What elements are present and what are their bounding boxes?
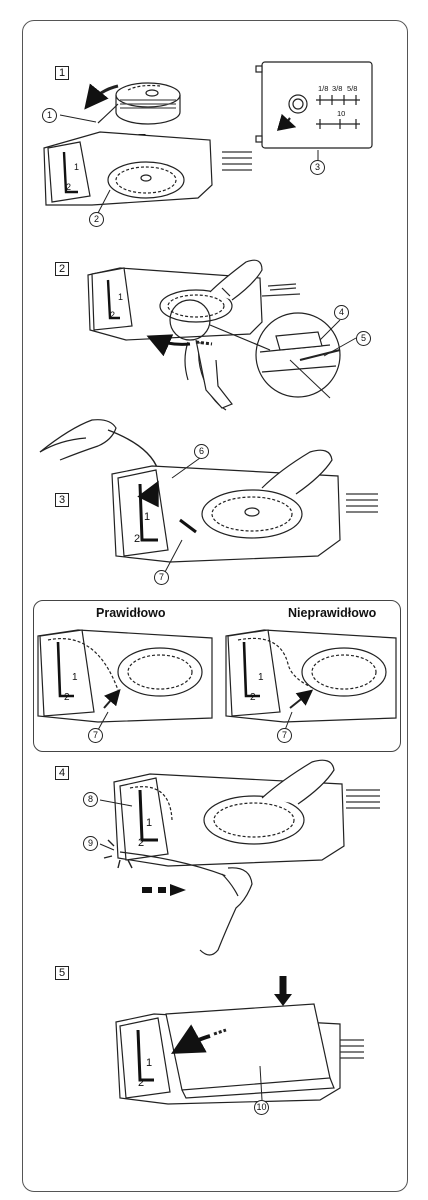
step-5-illustration xyxy=(115,976,364,1105)
page-frame xyxy=(22,20,408,1192)
step4-guide-number-1: 1 xyxy=(146,817,152,829)
comparison-correct-illustration xyxy=(37,629,213,723)
step5-guide-number-2: 2 xyxy=(138,1077,144,1089)
step2-guide-number-2: 2 xyxy=(110,310,115,320)
step-4-illustration xyxy=(103,759,380,956)
correct-guide-number-1: 1 xyxy=(72,672,78,683)
bobbin-icon xyxy=(115,82,181,125)
comparison-panel xyxy=(33,600,401,752)
correct-label: Prawidłowo xyxy=(96,606,166,620)
step-2-illustration xyxy=(87,259,341,411)
callout-7: 7 xyxy=(154,570,169,585)
scale-fraction-3-8: 3/8 xyxy=(332,84,342,93)
step-5-number: 5 xyxy=(55,966,69,980)
incorrect-guide-number-2: 2 xyxy=(250,692,256,703)
callout-3: 3 xyxy=(310,160,325,175)
step3-guide-number-2: 2 xyxy=(134,533,140,545)
comparison-incorrect-illustration xyxy=(225,629,397,723)
callout-7-incorrect: 7 xyxy=(277,728,292,743)
callout-1: 1 xyxy=(42,108,57,123)
step-1-illustration xyxy=(43,82,252,206)
incorrect-label: Nieprawidłowo xyxy=(288,606,377,620)
callout-7-correct: 7 xyxy=(88,728,103,743)
step5-guide-number-1: 1 xyxy=(146,1057,152,1069)
step-3-illustration xyxy=(39,419,378,563)
callout-leaders xyxy=(59,114,357,851)
step-3-number: 3 xyxy=(55,493,69,507)
callout-8: 8 xyxy=(83,792,98,807)
scale-fraction-1-8: 1/8 xyxy=(318,84,328,93)
callout-2: 2 xyxy=(89,212,104,227)
step2-guide-number-1: 1 xyxy=(118,292,123,302)
callout-4: 4 xyxy=(334,305,349,320)
callout-5: 5 xyxy=(356,331,371,346)
guide-number-1: 1 xyxy=(74,162,79,172)
callout-10: 10 xyxy=(254,1100,269,1115)
step3-guide-number-1: 1 xyxy=(144,511,150,523)
callout-9: 9 xyxy=(83,836,98,851)
callout-6: 6 xyxy=(194,444,209,459)
step-2-number: 2 xyxy=(55,262,69,276)
guide-number-2: 2 xyxy=(66,182,71,192)
cover-plate-illustration xyxy=(255,61,373,149)
step-1-number: 1 xyxy=(55,66,69,80)
step4-guide-number-2: 2 xyxy=(138,837,144,849)
incorrect-guide-number-1: 1 xyxy=(258,672,264,683)
scale-fraction-5-8: 5/8 xyxy=(347,84,357,93)
step-4-number: 4 xyxy=(55,766,69,780)
correct-guide-number-2: 2 xyxy=(64,692,70,703)
scale-number-10: 10 xyxy=(337,109,345,118)
